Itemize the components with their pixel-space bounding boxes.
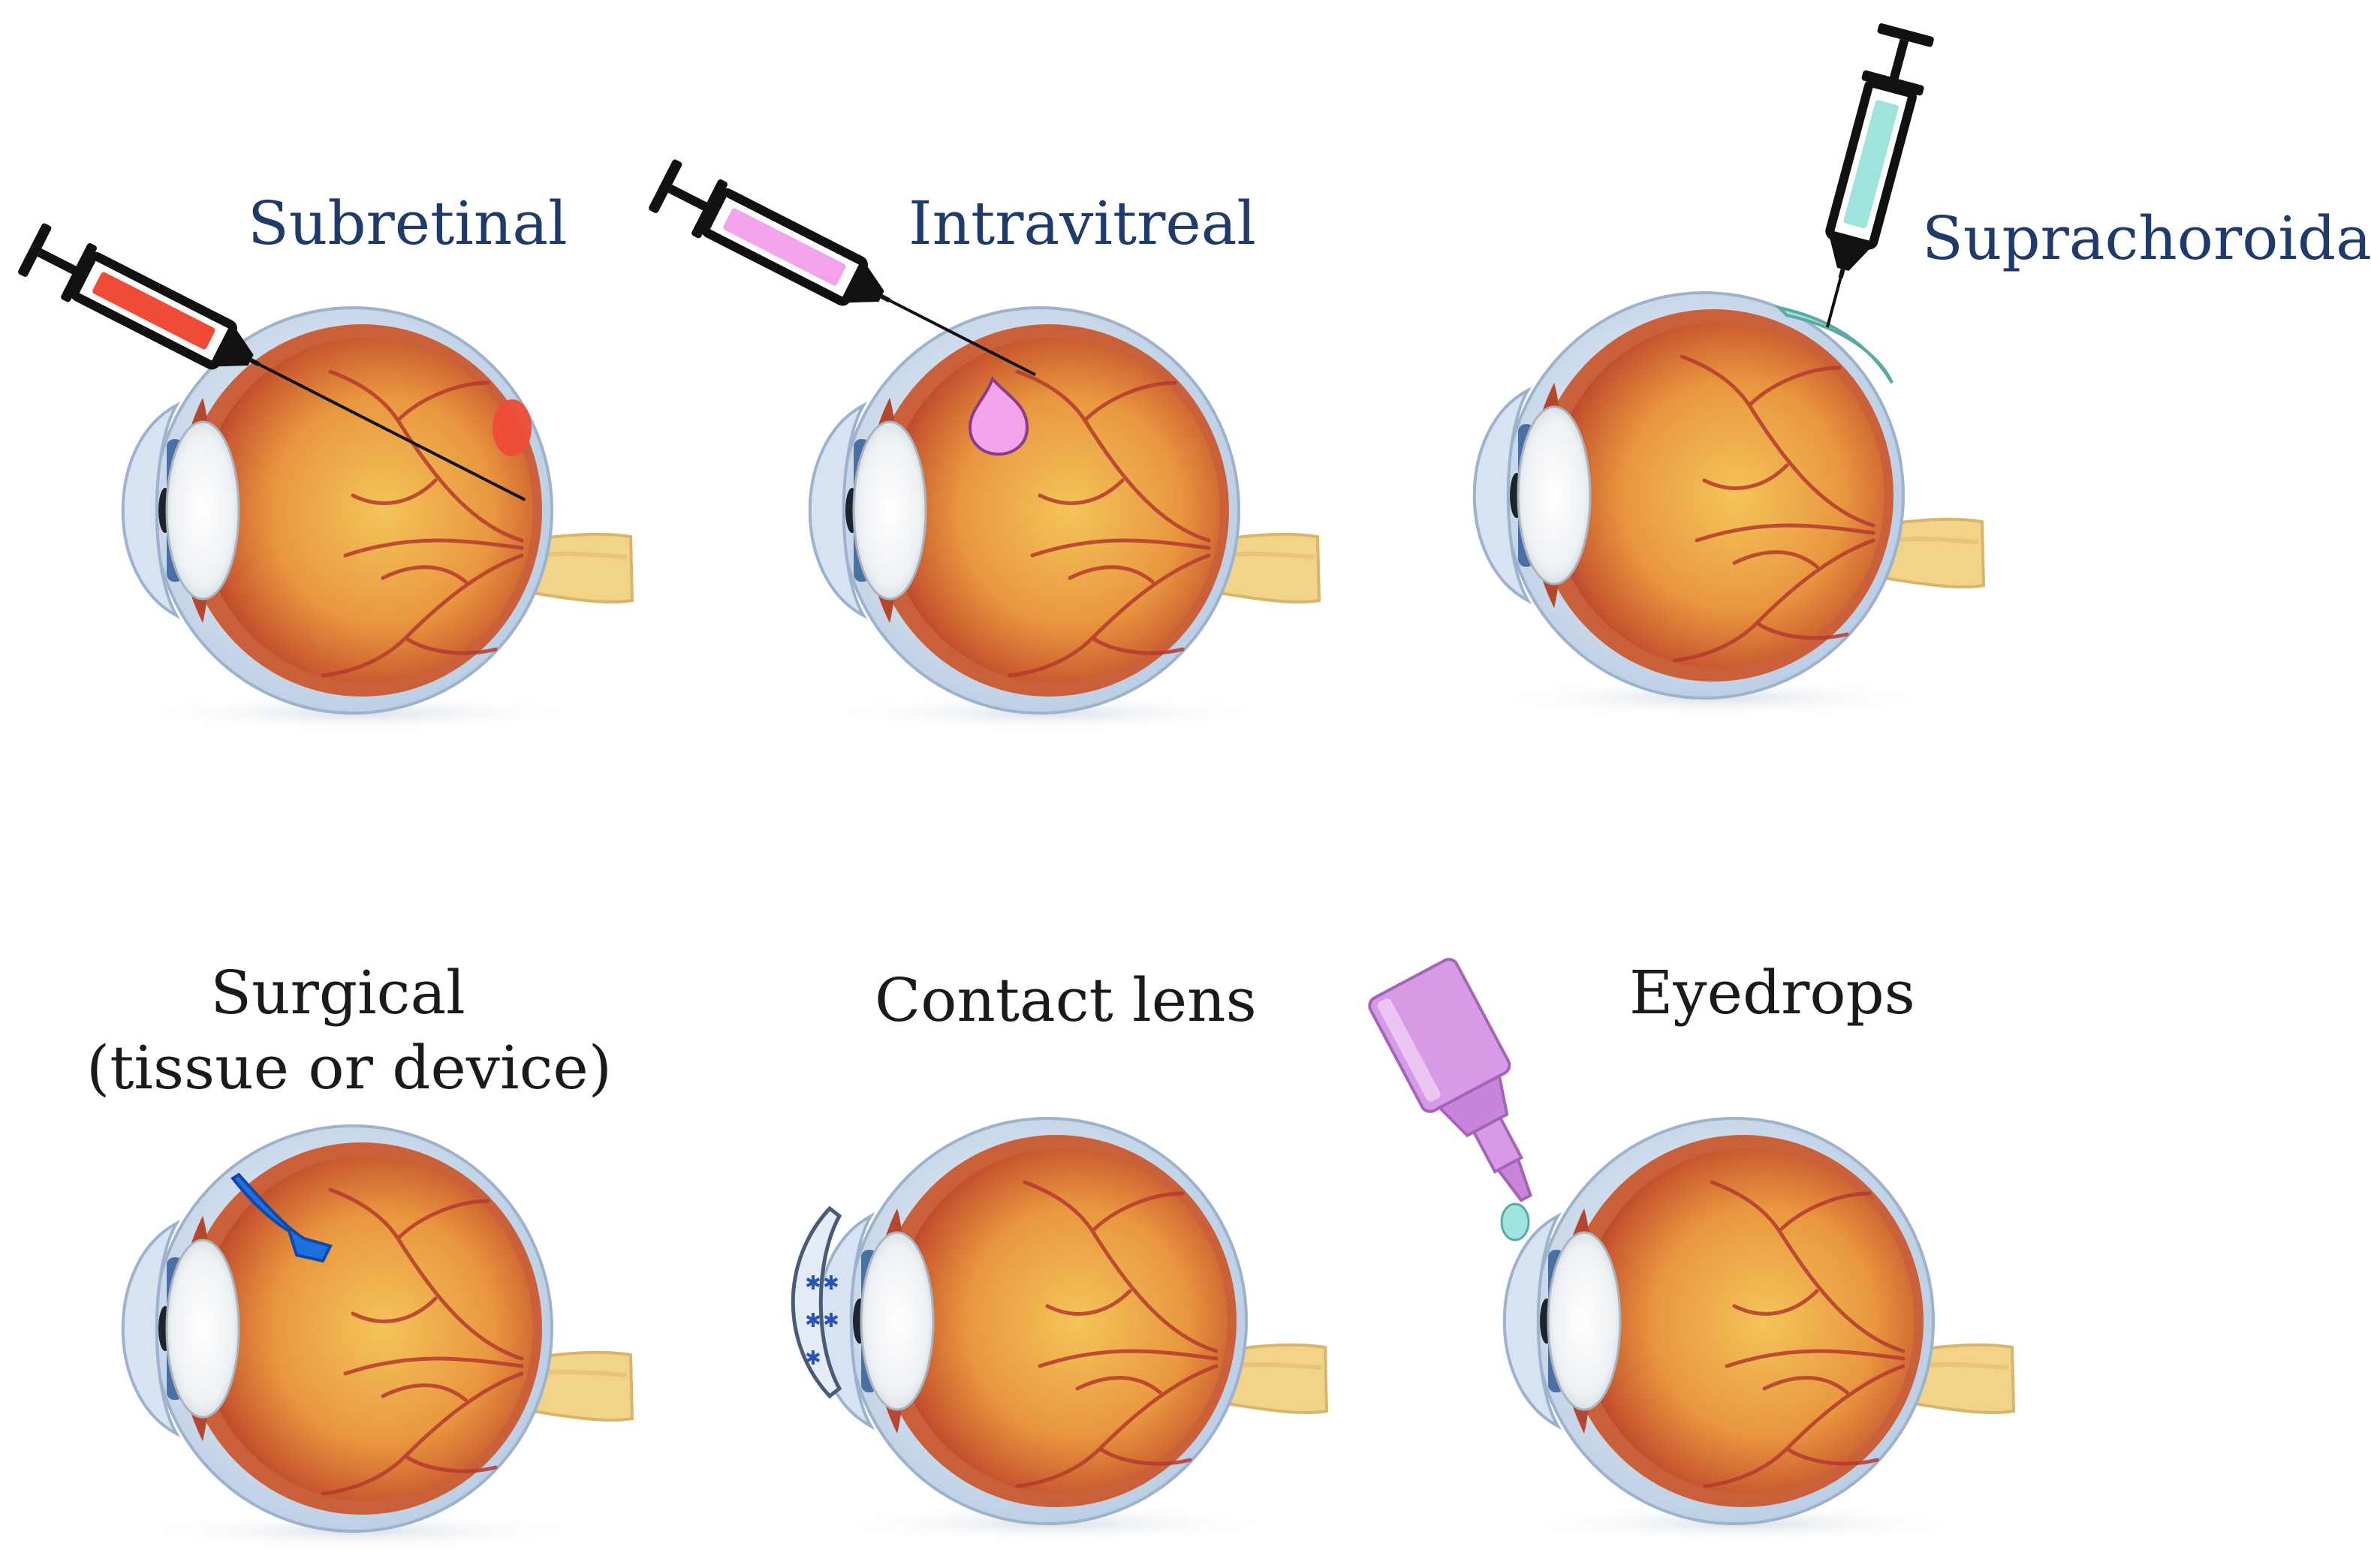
contact-lens-icon <box>791 1205 842 1399</box>
svg-text:✱: ✱ <box>823 1272 839 1295</box>
label-subretinal: Subretinal <box>248 188 568 258</box>
eyedrops-eye <box>1505 1118 2014 1543</box>
subretinal-syringe-icon <box>16 220 526 501</box>
suprachoroidal-eye <box>1475 293 1984 718</box>
subretinal-eye <box>123 308 632 733</box>
intravitreal-eye <box>810 308 1319 733</box>
label-contact-lens: Contact lens <box>875 965 1257 1035</box>
surgical-eye <box>123 1126 632 1551</box>
svg-text:✱: ✱ <box>805 1347 821 1370</box>
label-eyedrops: Eyedrops <box>1629 958 1915 1028</box>
eyedrop-droplet <box>1500 1202 1530 1241</box>
svg-text:✱: ✱ <box>805 1310 821 1332</box>
contact-lens-drug-icon: ✱ ✱ ✱ ✱ ✱ <box>805 1272 839 1370</box>
svg-text:✱: ✱ <box>823 1310 839 1332</box>
label-suprachoroidal: Suprachoroidal <box>1922 203 2371 273</box>
contact-lens-eye <box>818 1118 1327 1543</box>
svg-text:✱: ✱ <box>805 1272 821 1295</box>
suprachoroidal-syringe-icon <box>1797 22 1937 328</box>
label-surgical-line2: (tissue or device) <box>86 1033 612 1103</box>
label-intravitreal: Intravitreal <box>908 188 1256 258</box>
label-surgical-line1: Surgical <box>210 958 465 1028</box>
dropper-bottle-icon <box>1368 958 1532 1202</box>
intravitreal-drug-bolus <box>968 376 1029 456</box>
intravitreal-syringe-icon <box>646 156 1036 377</box>
surgical-implant-icon <box>230 1172 333 1263</box>
